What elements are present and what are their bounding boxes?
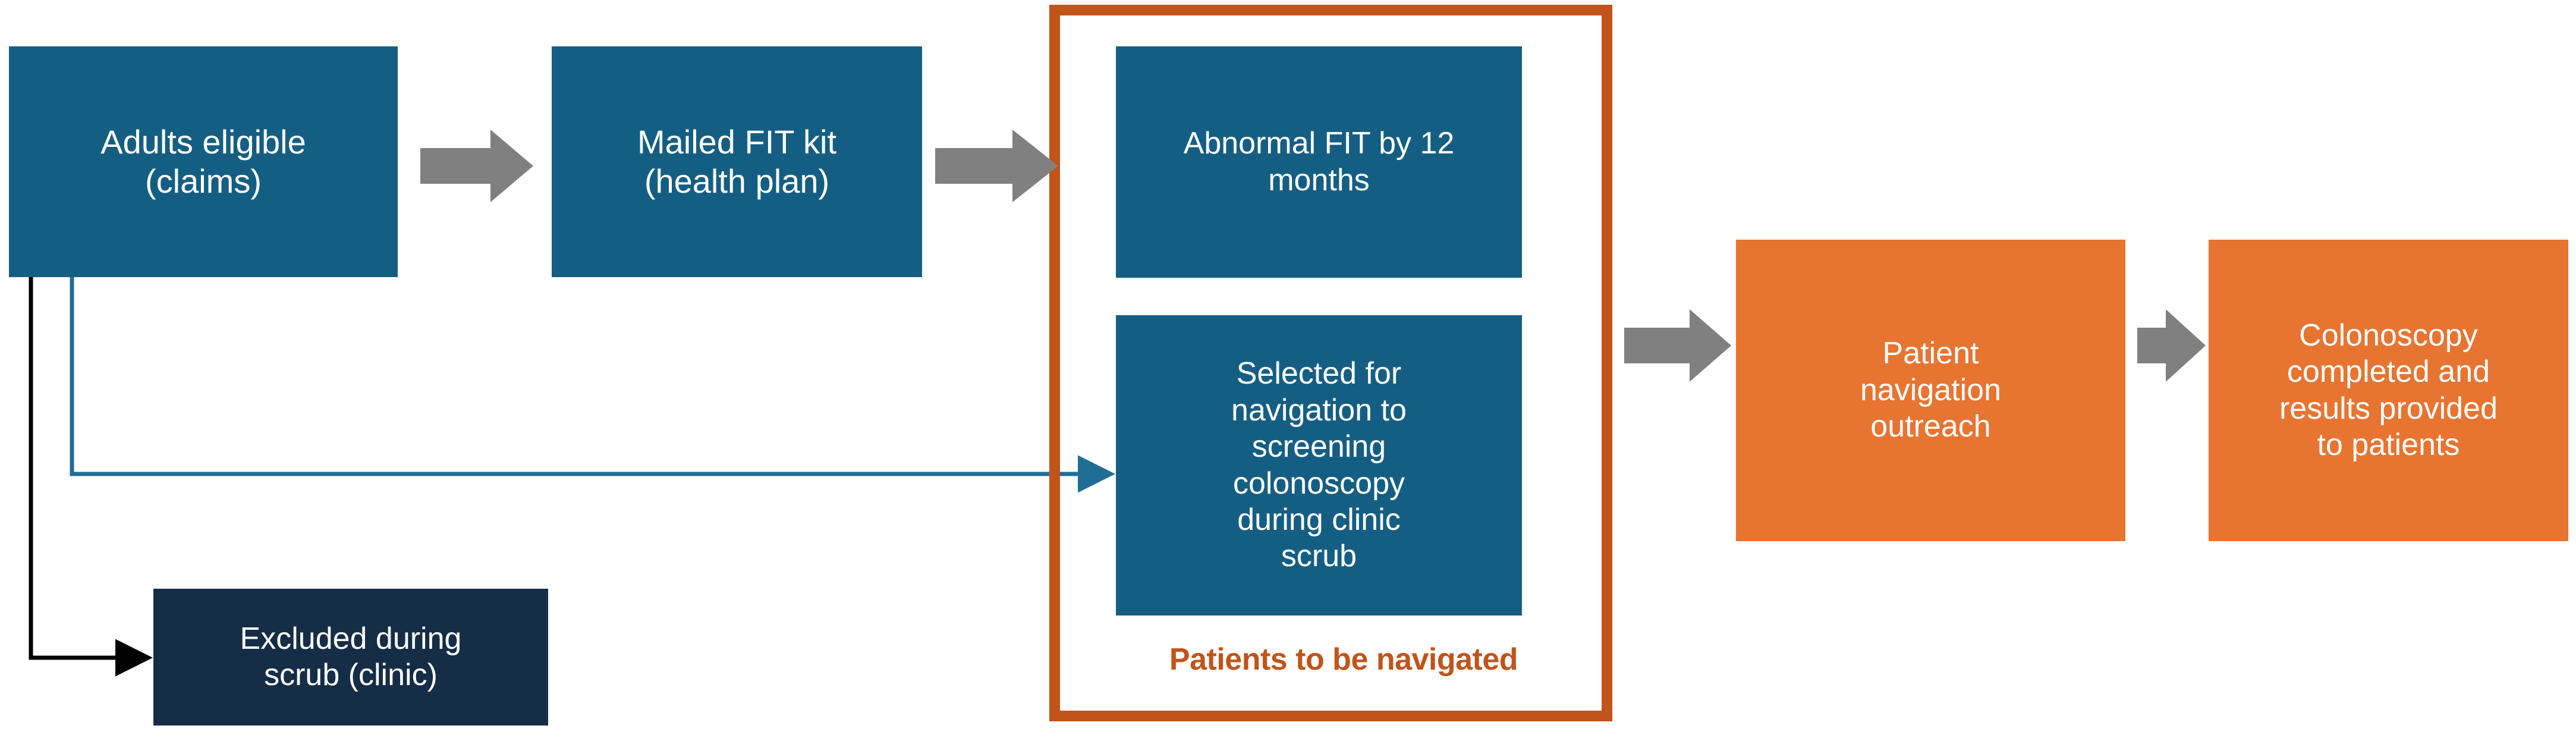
arrow-right-icon-adults-to-mailed bbox=[420, 130, 533, 202]
connector-adults-to-excluded bbox=[29, 277, 153, 677]
group-label-patients-to-be-navigated: Patients to be navigated bbox=[1169, 642, 1518, 677]
node-mailed-fit-kit[interactable]: Mailed FIT kit (health plan) bbox=[552, 46, 922, 277]
arrow-right-icon-group-to-navigation bbox=[1624, 309, 1731, 382]
arrow-right-icon-mailed-to-group bbox=[935, 130, 1058, 202]
connector-adults-to-selected bbox=[70, 277, 1115, 493]
node-colonoscopy-completed[interactable]: Colonoscopy completed and results provid… bbox=[2209, 240, 2568, 541]
node-patient-navigation-outreach[interactable]: Patient navigation outreach bbox=[1736, 240, 2125, 541]
node-abnormal-fit-by-12-months[interactable]: Abnormal FIT by 12 months bbox=[1116, 46, 1522, 278]
group-patients-to-be-navigated bbox=[1049, 5, 1612, 721]
arrow-right-icon-navigation-to-colonoscopy bbox=[2137, 309, 2206, 382]
node-excluded-during-scrub[interactable]: Excluded during scrub (clinic) bbox=[153, 589, 548, 726]
node-selected-for-navigation[interactable]: Selected for navigation to screening col… bbox=[1116, 315, 1522, 615]
node-adults-eligible[interactable]: Adults eligible (claims) bbox=[9, 46, 398, 277]
